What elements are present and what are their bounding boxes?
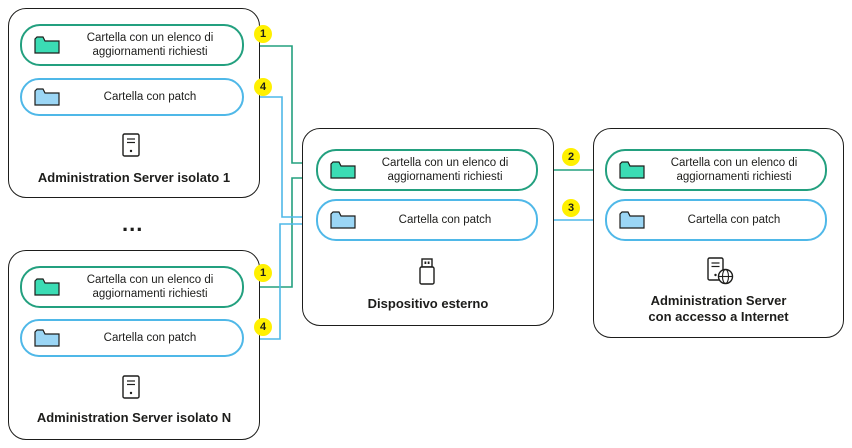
folder-icon <box>330 161 356 179</box>
folder-icon <box>34 88 60 106</box>
server1-title: Administration Server isolato 1 <box>37 170 231 185</box>
internet-patch-folder: Cartella con patch <box>605 199 827 241</box>
device-requests-label: Cartella con un elenco di aggiornamenti … <box>381 157 509 183</box>
internet-server-icon <box>707 257 734 285</box>
server1-patch-label: Cartella con patch <box>103 91 197 103</box>
more-servers-ellipsis: ... <box>122 211 144 236</box>
folder-icon <box>34 278 60 296</box>
server1-patch-folder: Cartella con patch <box>20 78 244 116</box>
device-patch-folder: Cartella con patch <box>316 199 538 241</box>
device-title: Dispositivo esterno <box>367 296 489 311</box>
server-icon <box>122 375 140 399</box>
device-requests-folder: Cartella con un elenco di aggiornamenti … <box>316 149 538 191</box>
step-badge-4-top: 4 <box>254 78 272 96</box>
server1-requests-label: Cartella con un elenco di aggiornamenti … <box>86 32 214 58</box>
internet-patch-label: Cartella con patch <box>687 214 781 226</box>
internet-requests-label: Cartella con un elenco di aggiornamenti … <box>670 157 798 183</box>
usb-drive-icon <box>419 258 435 285</box>
serverN-patch-label: Cartella con patch <box>103 332 197 344</box>
device-patch-label: Cartella con patch <box>398 214 492 226</box>
server1-requests-folder: Cartella con un elenco di aggiornamenti … <box>20 24 244 66</box>
folder-icon <box>619 161 645 179</box>
arrow-step-4-top <box>245 93 318 218</box>
serverN-requests-label: Cartella con un elenco di aggiornamenti … <box>86 274 214 300</box>
serverN-patch-folder: Cartella con patch <box>20 319 244 357</box>
folder-icon <box>34 329 60 347</box>
folder-icon <box>34 36 60 54</box>
serverN-title: Administration Server isolato N <box>36 410 232 425</box>
internet-server-title-line1: Administration Server <box>650 293 787 308</box>
step-badge-1-top: 1 <box>254 25 272 43</box>
step-badge-1-bottom: 1 <box>254 264 272 282</box>
internet-requests-folder: Cartella con un elenco di aggiornamenti … <box>605 149 827 191</box>
internet-server-title-line2: con accesso a Internet <box>648 309 789 324</box>
server-icon <box>122 133 140 157</box>
serverN-requests-folder: Cartella con un elenco di aggiornamenti … <box>20 266 244 308</box>
folder-icon <box>619 211 645 229</box>
step-badge-4-bottom: 4 <box>254 318 272 336</box>
step-badge-2: 2 <box>562 148 580 166</box>
arrow-step-4-bottom <box>245 223 318 343</box>
step-badge-3: 3 <box>562 199 580 217</box>
folder-icon <box>330 211 356 229</box>
